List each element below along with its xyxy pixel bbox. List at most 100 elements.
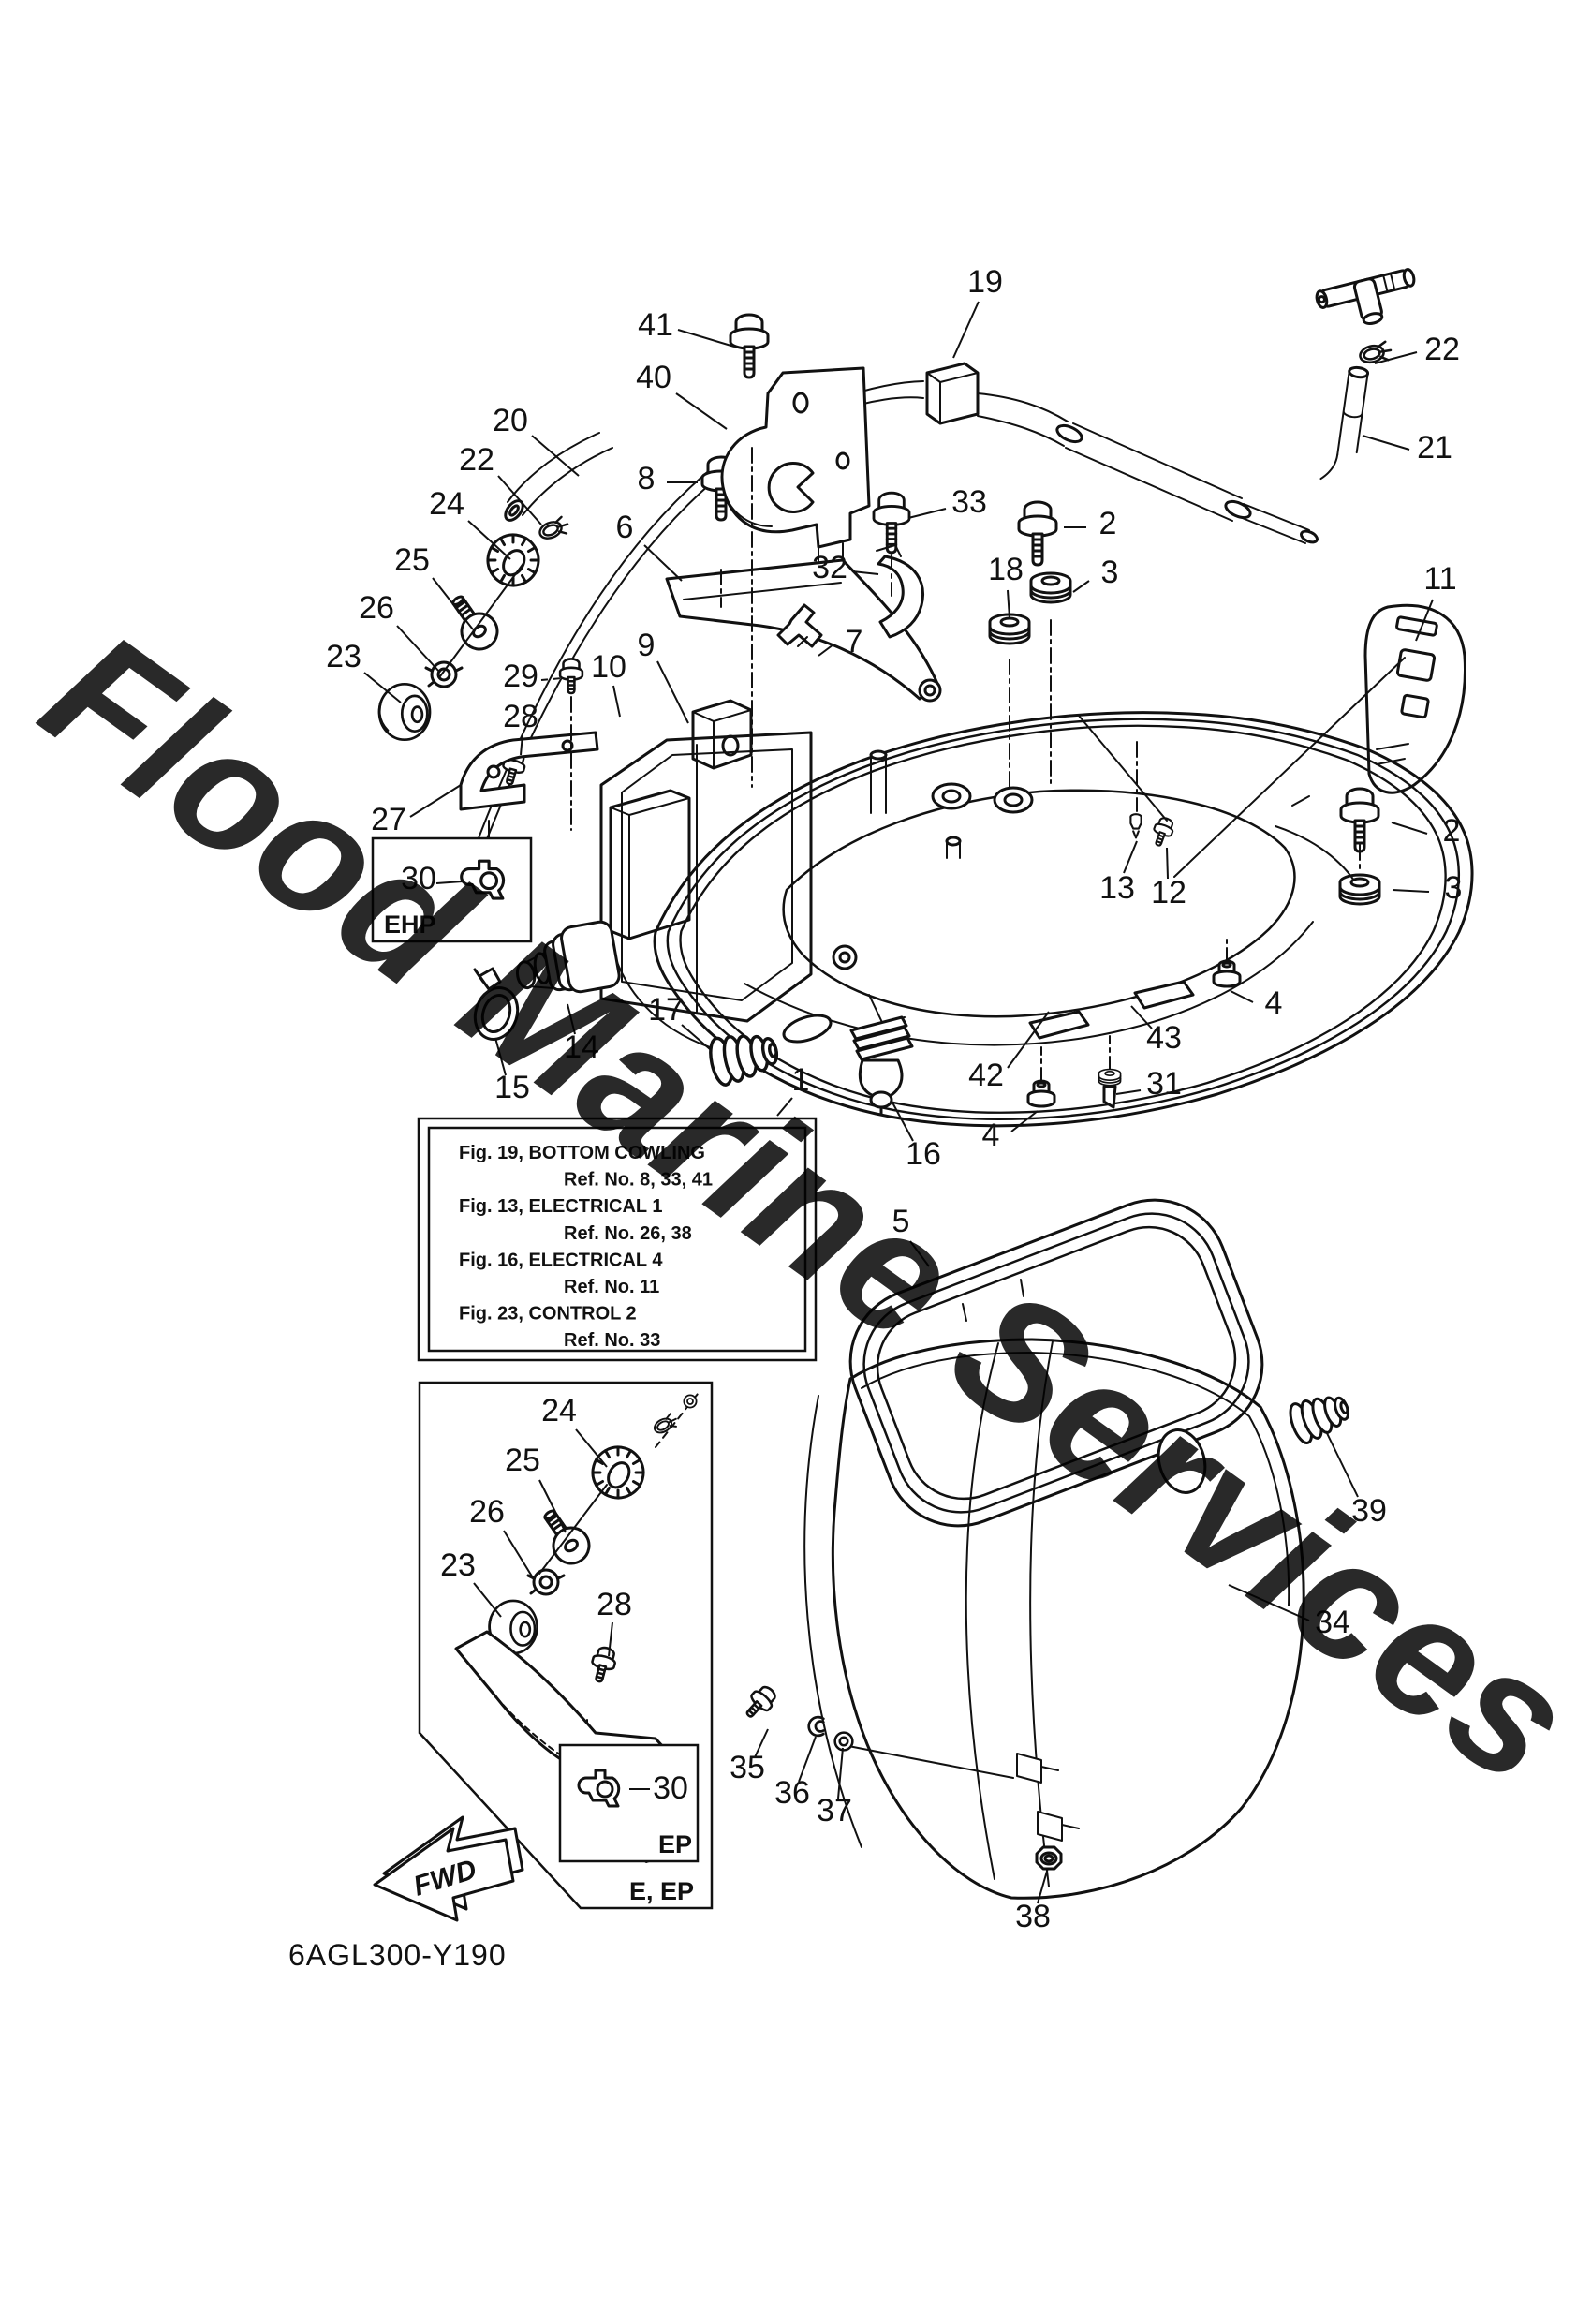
fuel-hose	[504, 432, 613, 544]
callout-30a: 30	[401, 861, 436, 896]
callout-40: 40	[636, 360, 671, 395]
leader-40	[675, 392, 728, 430]
callout-2b: 2	[1443, 813, 1461, 849]
plug-39	[1284, 1385, 1356, 1447]
leader-34	[1228, 1584, 1310, 1621]
callout-26a: 26	[359, 590, 394, 626]
callout-27: 27	[371, 802, 406, 837]
clamp-7	[776, 603, 823, 648]
callout-30b: 30	[653, 1770, 688, 1806]
mount-axis-a	[439, 561, 525, 677]
bolt-33	[872, 491, 911, 555]
holder-9	[691, 699, 753, 770]
callout-19: 19	[967, 264, 1003, 300]
callout-4a: 4	[982, 1118, 1000, 1153]
callout-7: 7	[846, 624, 863, 659]
callout-10: 10	[591, 649, 626, 685]
reference-line-2: Fig. 13, ELECTRICAL 1	[459, 1196, 662, 1217]
callout-20: 20	[493, 403, 528, 438]
callout-35: 35	[730, 1750, 765, 1785]
leader-26b	[503, 1530, 535, 1580]
callout-34: 34	[1315, 1605, 1350, 1640]
leader-17	[681, 1024, 711, 1050]
leader-37	[837, 1747, 844, 1799]
leader-30a	[435, 881, 464, 884]
eclip-36	[807, 1715, 825, 1738]
callout-31: 31	[1146, 1066, 1182, 1102]
callout-29: 29	[503, 659, 538, 694]
leader-22b	[497, 475, 542, 525]
reference-line-0: Fig. 19, BOTTOM COWLING	[459, 1143, 705, 1163]
watermark-text: Flood Marine Services	[11, 595, 1577, 1820]
callout-14: 14	[564, 1029, 599, 1065]
callout-25b: 25	[505, 1443, 540, 1478]
reference-line-3: Ref. No. 26, 38	[564, 1223, 692, 1244]
callout-32: 32	[812, 550, 847, 585]
leader-31	[1115, 1089, 1142, 1095]
callout-5: 5	[892, 1204, 910, 1239]
grommet-18	[988, 613, 1031, 645]
callout-2a: 2	[1099, 506, 1117, 541]
leader-6	[643, 544, 683, 582]
reference-line-7: Ref. No. 33	[564, 1330, 660, 1351]
callout-8: 8	[638, 461, 656, 496]
reference-box: Fig. 19, BOTTOM COWLING Ref. No. 8, 33, 4…	[417, 1117, 818, 1362]
callout-24a: 24	[429, 486, 464, 522]
callout-37: 37	[817, 1793, 852, 1828]
clip-31	[1098, 1068, 1122, 1109]
rivet-13	[1129, 813, 1142, 839]
leader-25a	[432, 577, 474, 630]
callout-33: 33	[951, 484, 987, 520]
leader-32	[851, 570, 879, 575]
leader-28a	[520, 733, 523, 756]
screw-12	[1148, 814, 1177, 850]
e-ep-label: E, EP	[629, 1877, 694, 1905]
callout-15: 15	[494, 1070, 530, 1105]
gear-24a	[477, 524, 550, 597]
callout-22a: 22	[1424, 332, 1460, 367]
seal-5	[848, 1198, 1264, 1528]
callout-25a: 25	[394, 542, 430, 578]
leader-14	[567, 1003, 576, 1035]
leader-3b	[1392, 889, 1430, 893]
reference-line-6: Fig. 23, CONTROL 2	[459, 1304, 637, 1325]
callout-16: 16	[906, 1136, 941, 1172]
drawing-code: 6AGL300-Y190	[288, 1938, 507, 1972]
leader-25b	[538, 1479, 567, 1533]
bolt-2-top	[1017, 500, 1058, 567]
ehp-label: EHP	[384, 910, 436, 939]
leader-43	[1130, 1005, 1153, 1029]
fwd-arrow: FWD	[373, 1815, 524, 1922]
callout-17: 17	[648, 992, 684, 1028]
bolt-35	[739, 1680, 781, 1724]
reference-line-1: Ref. No. 8, 33, 41	[564, 1170, 713, 1191]
line-art	[377, 268, 1474, 1900]
callout-42: 42	[968, 1058, 1004, 1093]
leader-23a	[363, 672, 402, 703]
leader-3a	[1072, 580, 1090, 593]
leader-12	[1166, 847, 1169, 880]
leader-39	[1325, 1430, 1359, 1498]
ep-label: EP	[658, 1830, 692, 1858]
callout-11: 11	[1423, 561, 1456, 597]
reference-line-5: Ref. No. 11	[564, 1277, 659, 1297]
leader-35	[754, 1728, 769, 1758]
seal-ticks	[962, 1279, 1024, 1322]
callout-4b: 4	[1265, 985, 1283, 1021]
callout-28a: 28	[503, 699, 538, 734]
leader-26a	[396, 625, 441, 674]
grommet-3-right	[1338, 873, 1381, 906]
grommet-14	[515, 920, 621, 994]
callout-1: 1	[792, 1062, 810, 1098]
bolt-41	[729, 313, 770, 379]
leader-4b	[1230, 990, 1254, 1003]
callout-43: 43	[1146, 1020, 1182, 1056]
washer-26a	[424, 660, 464, 688]
callout-18: 18	[988, 552, 1024, 587]
callout-23a: 23	[326, 639, 361, 674]
leader-33	[907, 508, 947, 519]
leader-21	[1362, 435, 1410, 451]
bracket-27	[459, 731, 599, 811]
